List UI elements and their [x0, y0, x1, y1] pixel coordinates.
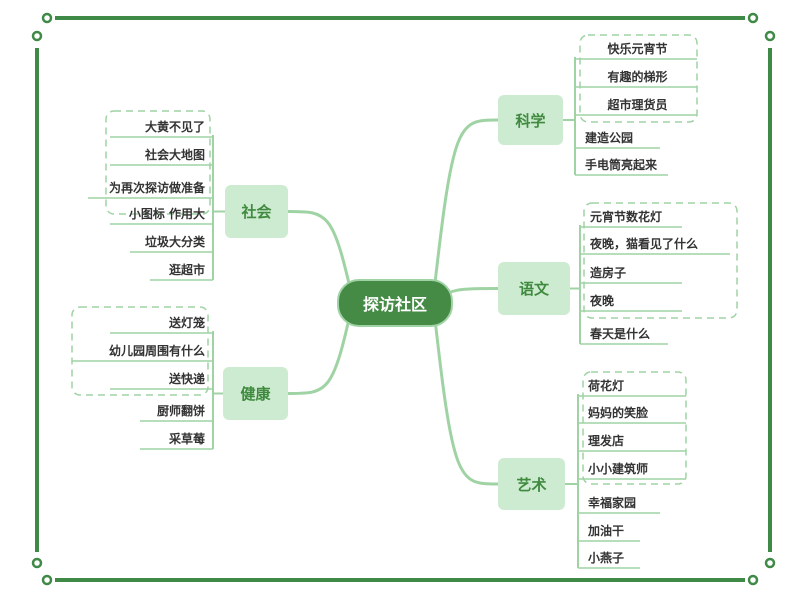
topic-health[interactable]: 健康: [223, 367, 288, 420]
subtopic-item[interactable]: 建造公园: [585, 131, 634, 145]
subtopic-item[interactable]: 为再次探访做准备: [108, 181, 205, 195]
central-topic[interactable]: 探访社区: [337, 279, 453, 327]
group-boundary: [583, 202, 738, 319]
group-boundary: [105, 110, 211, 215]
subtopic-item[interactable]: 夜晚: [590, 294, 615, 308]
subtopic-item[interactable]: 幼儿园周围有什么: [108, 344, 205, 358]
subtopic-item[interactable]: 元宵节数花灯: [590, 210, 663, 224]
subtopic-item[interactable]: 小燕子: [588, 551, 625, 565]
subtopic-item[interactable]: 小图标 作用大: [128, 207, 205, 221]
subtopic-item[interactable]: 送快递: [168, 372, 205, 386]
subtopic-item[interactable]: 春天是什么: [590, 327, 651, 341]
topic-society[interactable]: 社会: [225, 185, 288, 238]
subtopic-item[interactable]: 造房子: [590, 266, 627, 280]
subtopic-item[interactable]: 手电筒亮起来: [585, 158, 658, 172]
branch-connector: [431, 118, 499, 302]
subtopic-item[interactable]: 夜晚，猫看见了什么: [590, 237, 699, 251]
subtopic-item[interactable]: 送灯笼: [168, 316, 205, 330]
subtopic-item[interactable]: 采草莓: [168, 432, 205, 446]
group-boundary: [582, 371, 687, 485]
subtopic-item[interactable]: 幸福家园: [588, 496, 637, 510]
subtopic-item[interactable]: 理发店: [588, 434, 625, 448]
subtopic-item[interactable]: 小小建筑师: [588, 462, 649, 476]
branch-connector: [287, 300, 355, 395]
subtopic-item[interactable]: 加油干: [588, 524, 625, 538]
topic-science[interactable]: 科学: [498, 95, 563, 145]
subtopic-item[interactable]: 荷花灯: [588, 379, 625, 393]
subtopic-item[interactable]: 有趣的梯形: [607, 70, 668, 84]
subtopic-item[interactable]: 社会大地图: [144, 148, 205, 162]
topic-chinese[interactable]: 语文: [498, 262, 570, 315]
group-boundary: [71, 306, 209, 396]
branch-connector: [431, 300, 499, 486]
subtopic-item[interactable]: 超市理货员: [607, 98, 668, 112]
branch-connector: [287, 210, 355, 302]
subtopic-item[interactable]: 妈妈的笑脸: [588, 406, 649, 420]
subtopic-item[interactable]: 大黄不见了: [144, 120, 205, 134]
topic-art[interactable]: 艺术: [498, 458, 565, 510]
subtopic-item[interactable]: 快乐元宵节: [607, 42, 668, 56]
group-boundary: [579, 34, 698, 123]
decorative-frame: [31, 12, 776, 586]
subtopic-item[interactable]: 垃圾大分类: [144, 235, 205, 249]
subtopic-item[interactable]: 逛超市: [168, 263, 205, 277]
subtopic-item[interactable]: 厨师翻饼: [156, 404, 205, 418]
